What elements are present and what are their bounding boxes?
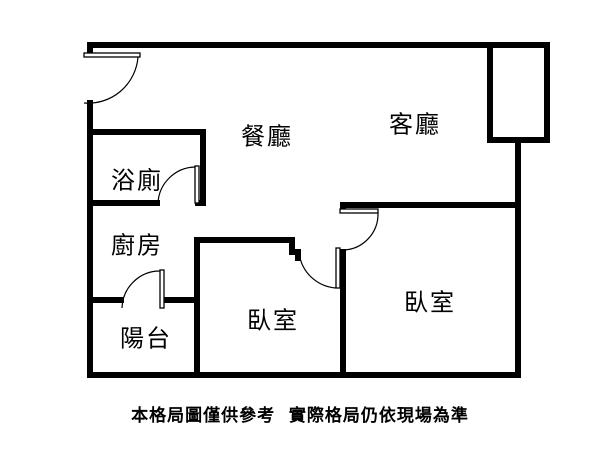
room-label-bedroom-right: 臥室 <box>404 288 456 317</box>
room-label-kitchen: 廚房 <box>111 231 163 260</box>
room-label-balcony: 陽台 <box>120 324 172 353</box>
balcony-door-leaf[interactable] <box>159 269 165 309</box>
room-label-bedroom-left: 臥室 <box>247 306 299 335</box>
room-label-dining: 餐廳 <box>241 122 293 151</box>
entry-door-leaf[interactable] <box>83 52 141 58</box>
top-wall <box>87 42 550 143</box>
entry-door-swing <box>83 56 139 104</box>
bathroom-wall <box>87 129 206 206</box>
bedroom-left-wall <box>194 237 301 378</box>
bathroom-door-leaf[interactable] <box>194 165 200 204</box>
bedroom-right-wall <box>340 202 521 213</box>
bedroom-left-door-swing <box>299 257 337 289</box>
bedroom-right-door-leaf[interactable] <box>339 208 379 214</box>
outer-wall <box>87 100 521 378</box>
room-label-bathroom: 浴廁 <box>111 166 163 195</box>
bathroom-door-swing <box>157 166 196 204</box>
disclaimer-caption: 本格局圖僅供參考 實際格局仍依現場為準 <box>131 406 469 426</box>
room-label-living: 客廳 <box>389 110 441 139</box>
balcony-door-swing <box>121 270 161 309</box>
bedroom-right-door-swing <box>343 212 379 251</box>
bedroom-left-door-leaf[interactable] <box>335 247 341 289</box>
